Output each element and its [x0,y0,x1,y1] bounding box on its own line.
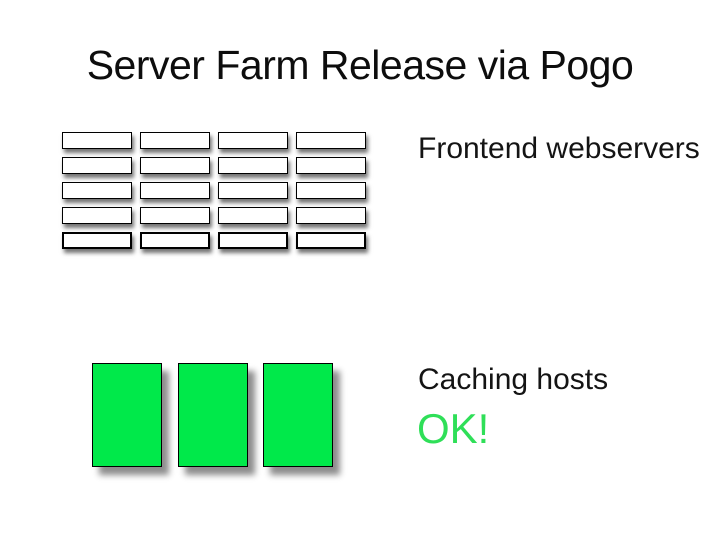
frontend-server-box [218,157,288,174]
frontend-server-box [140,232,210,249]
frontend-server-box [140,207,210,224]
status-ok-text: OK! [417,405,490,452]
slide-title: Server Farm Release via Pogo [86,42,634,88]
frontend-server-box [62,157,132,174]
frontend-server-grid [62,132,366,249]
frontend-server-box [218,182,288,199]
frontend-server-box [62,182,132,199]
frontend-server-box [62,232,132,249]
frontend-server-box [62,132,132,149]
frontend-server-box [296,182,366,199]
frontend-server-box [140,132,210,149]
frontend-server-box [218,207,288,224]
frontend-server-box [62,207,132,224]
caching-host-box [263,363,333,467]
frontend-server-box [218,232,288,249]
frontend-server-box [296,157,366,174]
frontend-server-box [218,132,288,149]
caching-host-box [177,363,248,467]
caching-host-row [92,363,333,467]
caching-hosts-label: Caching hosts [418,363,609,396]
frontend-server-box [296,132,366,149]
frontend-server-box [140,157,210,174]
caching-host-box [92,363,162,467]
frontend-server-box [296,232,366,249]
frontend-webservers-label: Frontend webservers [418,132,700,165]
frontend-server-box [140,182,210,199]
frontend-server-box [296,207,366,224]
